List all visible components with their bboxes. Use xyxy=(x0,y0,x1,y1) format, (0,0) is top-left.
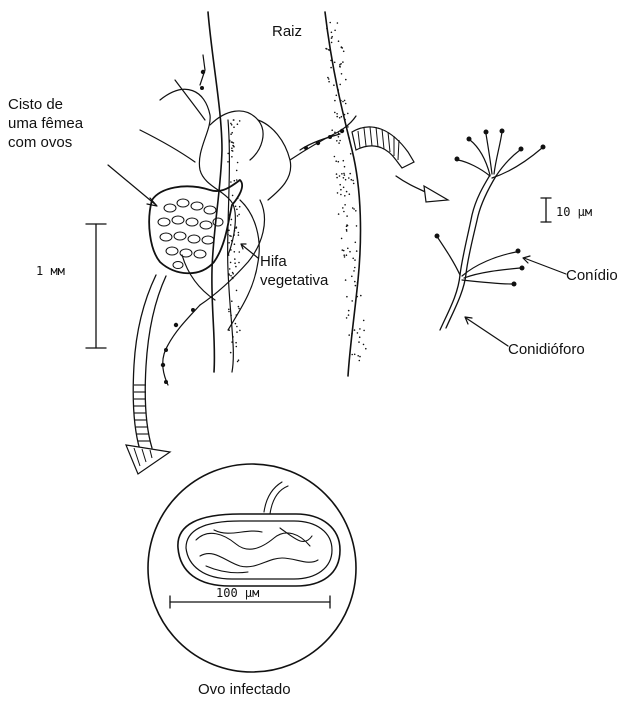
conidium-label: Conídio xyxy=(566,266,618,285)
root-drawing xyxy=(208,12,367,376)
cyst-label-line2: uma fêmea xyxy=(8,114,83,133)
arrow-to-conidiophore xyxy=(352,127,448,202)
arrow-to-egg xyxy=(126,275,170,474)
scale-100um-label: 100 μм xyxy=(216,584,259,603)
infected-egg-drawing xyxy=(148,464,356,672)
cyst-pointer xyxy=(108,165,157,206)
conidiophore-drawing xyxy=(435,129,546,331)
scale-bar-10um xyxy=(541,198,551,222)
conidiophore-label: Conidióforo xyxy=(508,340,585,359)
scale-10um-label: 10 μм xyxy=(556,203,592,222)
hypha-label-line1: Hifa xyxy=(260,252,287,271)
scale-1mm-label: 1 мм xyxy=(36,262,65,281)
conidiophore-pointer xyxy=(465,317,508,346)
root-label: Raiz xyxy=(272,22,302,41)
conidium-pointer xyxy=(523,256,566,274)
infected-egg-label: Ovo infectado xyxy=(198,680,291,699)
hypha-label-line2: vegetativa xyxy=(260,271,328,290)
cyst-label-line3: com ovos xyxy=(8,133,72,152)
scale-bar-1mm xyxy=(86,224,106,348)
cyst-label-line1: Cisto de xyxy=(8,95,63,114)
